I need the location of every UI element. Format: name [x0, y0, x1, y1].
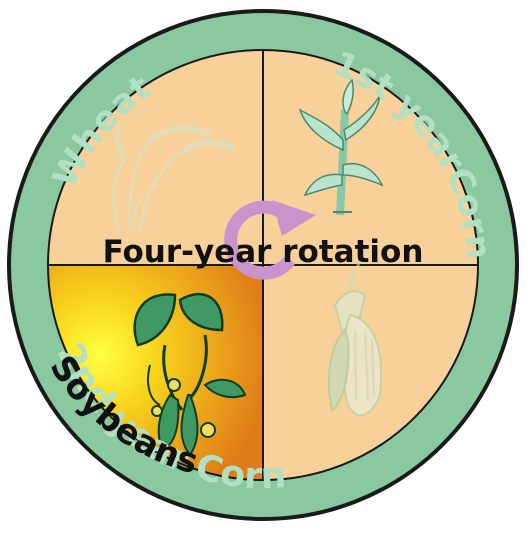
center-title: Four-year rotation	[103, 234, 424, 270]
